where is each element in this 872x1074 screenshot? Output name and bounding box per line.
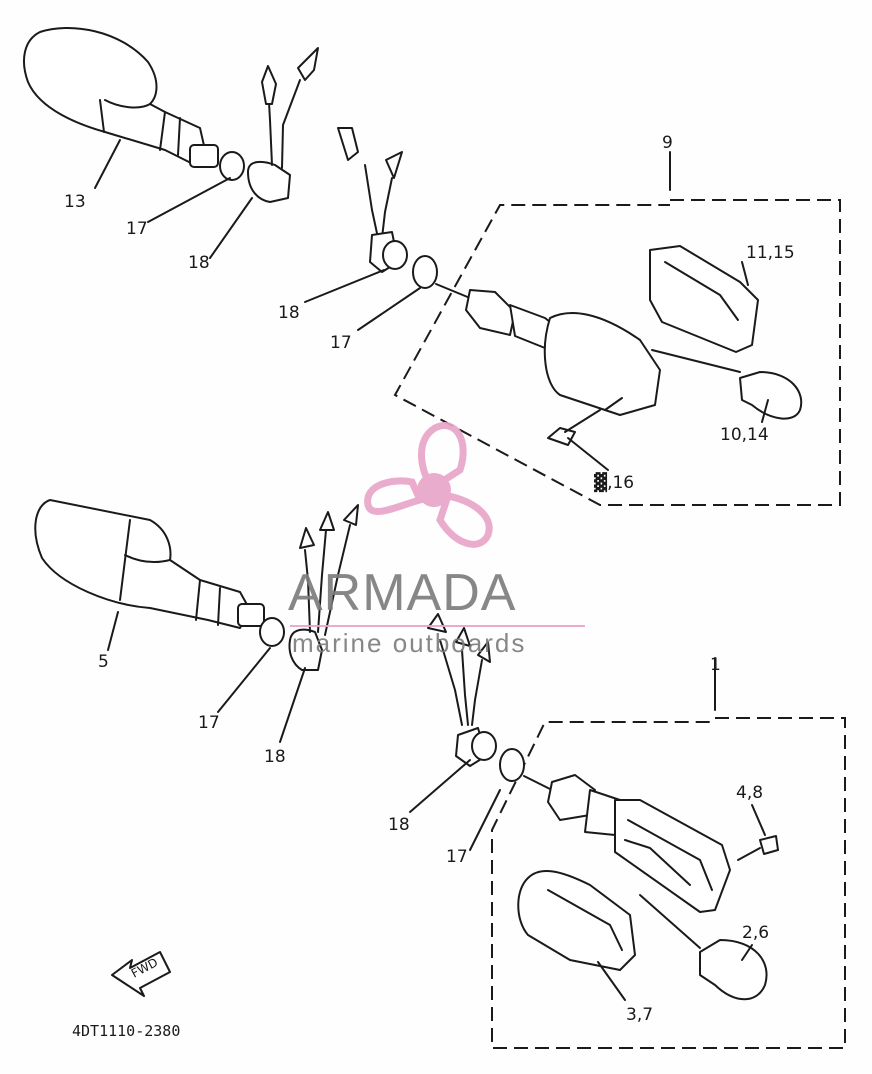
label-18: 18 (388, 815, 410, 835)
part-13-turn-signal (23, 26, 319, 203)
label-17: 17 (126, 219, 148, 239)
part-labels: 13 17 18 9 18 17 11,15 10,14 ▓,16 5 17 1… (64, 133, 795, 1040)
label-17: 17 (446, 847, 468, 867)
label-17: 17 (330, 333, 352, 353)
label-18: 18 (264, 747, 286, 767)
part-1-turn-signal (427, 613, 779, 1001)
label-2-6: 2,6 (742, 923, 769, 943)
label-9: 9 (662, 133, 673, 153)
label-11-15: 11,15 (746, 243, 795, 263)
label-18: 18 (278, 303, 300, 323)
watermark-brand: ARMADA (288, 564, 516, 622)
propeller-logo-icon (364, 422, 493, 548)
label-16: ▓,16 (594, 472, 634, 493)
label-13: 13 (64, 192, 86, 212)
watermark: ARMADA marine outboards (288, 422, 585, 658)
part-9-turn-signal (337, 127, 803, 471)
part-1-kit-outline (491, 657, 846, 1049)
diagram-code: 4DT1110-2380 (72, 1022, 180, 1040)
label-3-7: 3,7 (626, 1005, 653, 1025)
label-5: 5 (98, 652, 109, 672)
fwd-arrow-icon: FWD (111, 951, 171, 997)
leader-lines (94, 139, 769, 1001)
label-17: 17 (198, 713, 220, 733)
label-1: 1 (710, 655, 721, 675)
part-5-turn-signal (34, 499, 359, 671)
watermark-tagline: marine outboards (292, 628, 526, 658)
label-10-14: 10,14 (720, 425, 769, 445)
label-18: 18 (188, 253, 210, 273)
label-4-8: 4,8 (736, 783, 763, 803)
part-9-kit-outline (393, 151, 841, 506)
